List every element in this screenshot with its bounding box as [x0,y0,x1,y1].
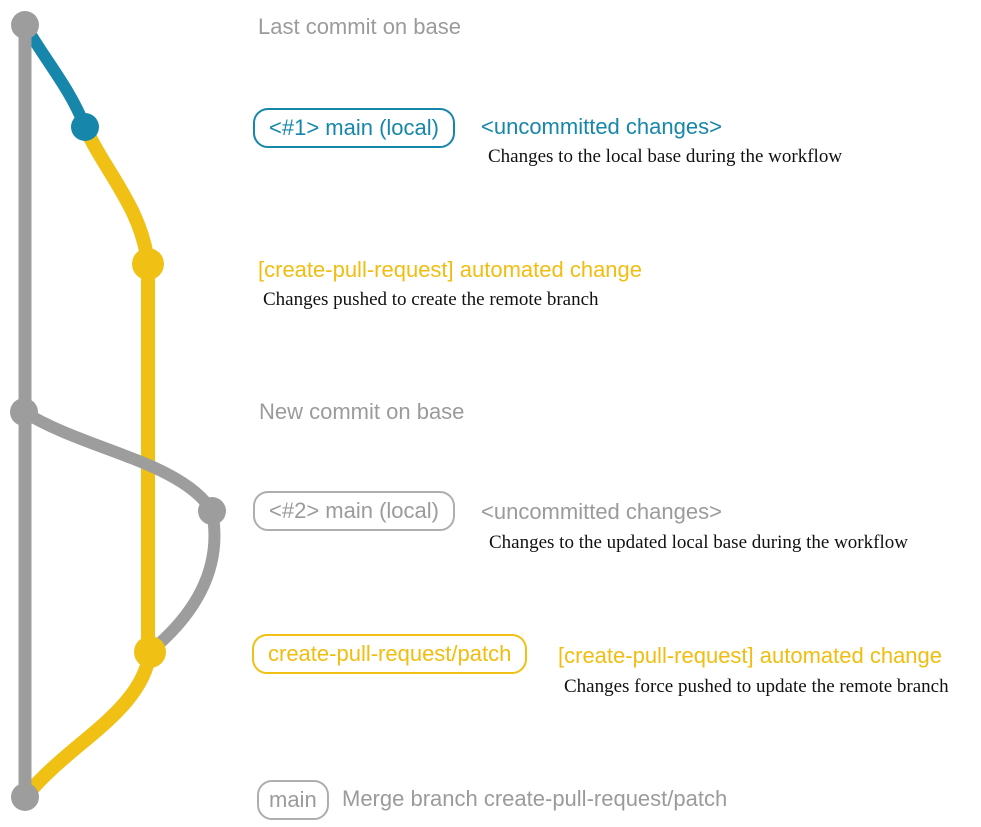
commit-description-push-1: Changes pushed to create the remote bran… [263,289,599,310]
commit-title-automated-change-1: [create-pull-request] automated change [258,257,643,282]
commit-description-push-2: Changes force pushed to update the remot… [564,676,949,697]
branch-badge-main: main [257,780,329,820]
branch-badge-main-local-1: <#1> main (local) [253,108,455,148]
label-last-commit-on-base: Last commit on base [258,14,461,39]
commit-title-automated-change-2: [create-pull-request] automated change [558,643,943,668]
commit-dot-local-1 [71,113,99,141]
commit-dot-base-head [11,11,39,39]
branch-badge-main-local-2: <#2> main (local) [253,491,455,531]
commit-dot-remote-2 [134,636,166,668]
commit-title-uncommitted-2: <uncommitted changes> [481,499,722,524]
commit-description-2: Changes to the updated local base during… [489,532,908,553]
rebase-lower-line [146,505,221,656]
label-new-commit-on-base: New commit on base [259,399,465,424]
remote-branch-line [78,120,155,659]
commit-dot-merge [11,783,39,811]
merge-curve-line [20,645,157,802]
local-branch-line [19,19,91,133]
git-graph [10,11,226,811]
label-merge-branch: Merge branch create-pull-request/patch [342,786,728,811]
commit-description-1: Changes to the local base during the wor… [488,146,843,167]
commit-dot-local-2 [198,497,226,525]
branch-badge-create-pull-request-patch: create-pull-request/patch [252,634,528,674]
commit-dot-remote-1 [132,248,164,280]
commit-title-uncommitted-1: <uncommitted changes> [481,114,722,139]
rebase-upper-line [18,406,218,517]
commit-dot-base-new [10,398,38,426]
